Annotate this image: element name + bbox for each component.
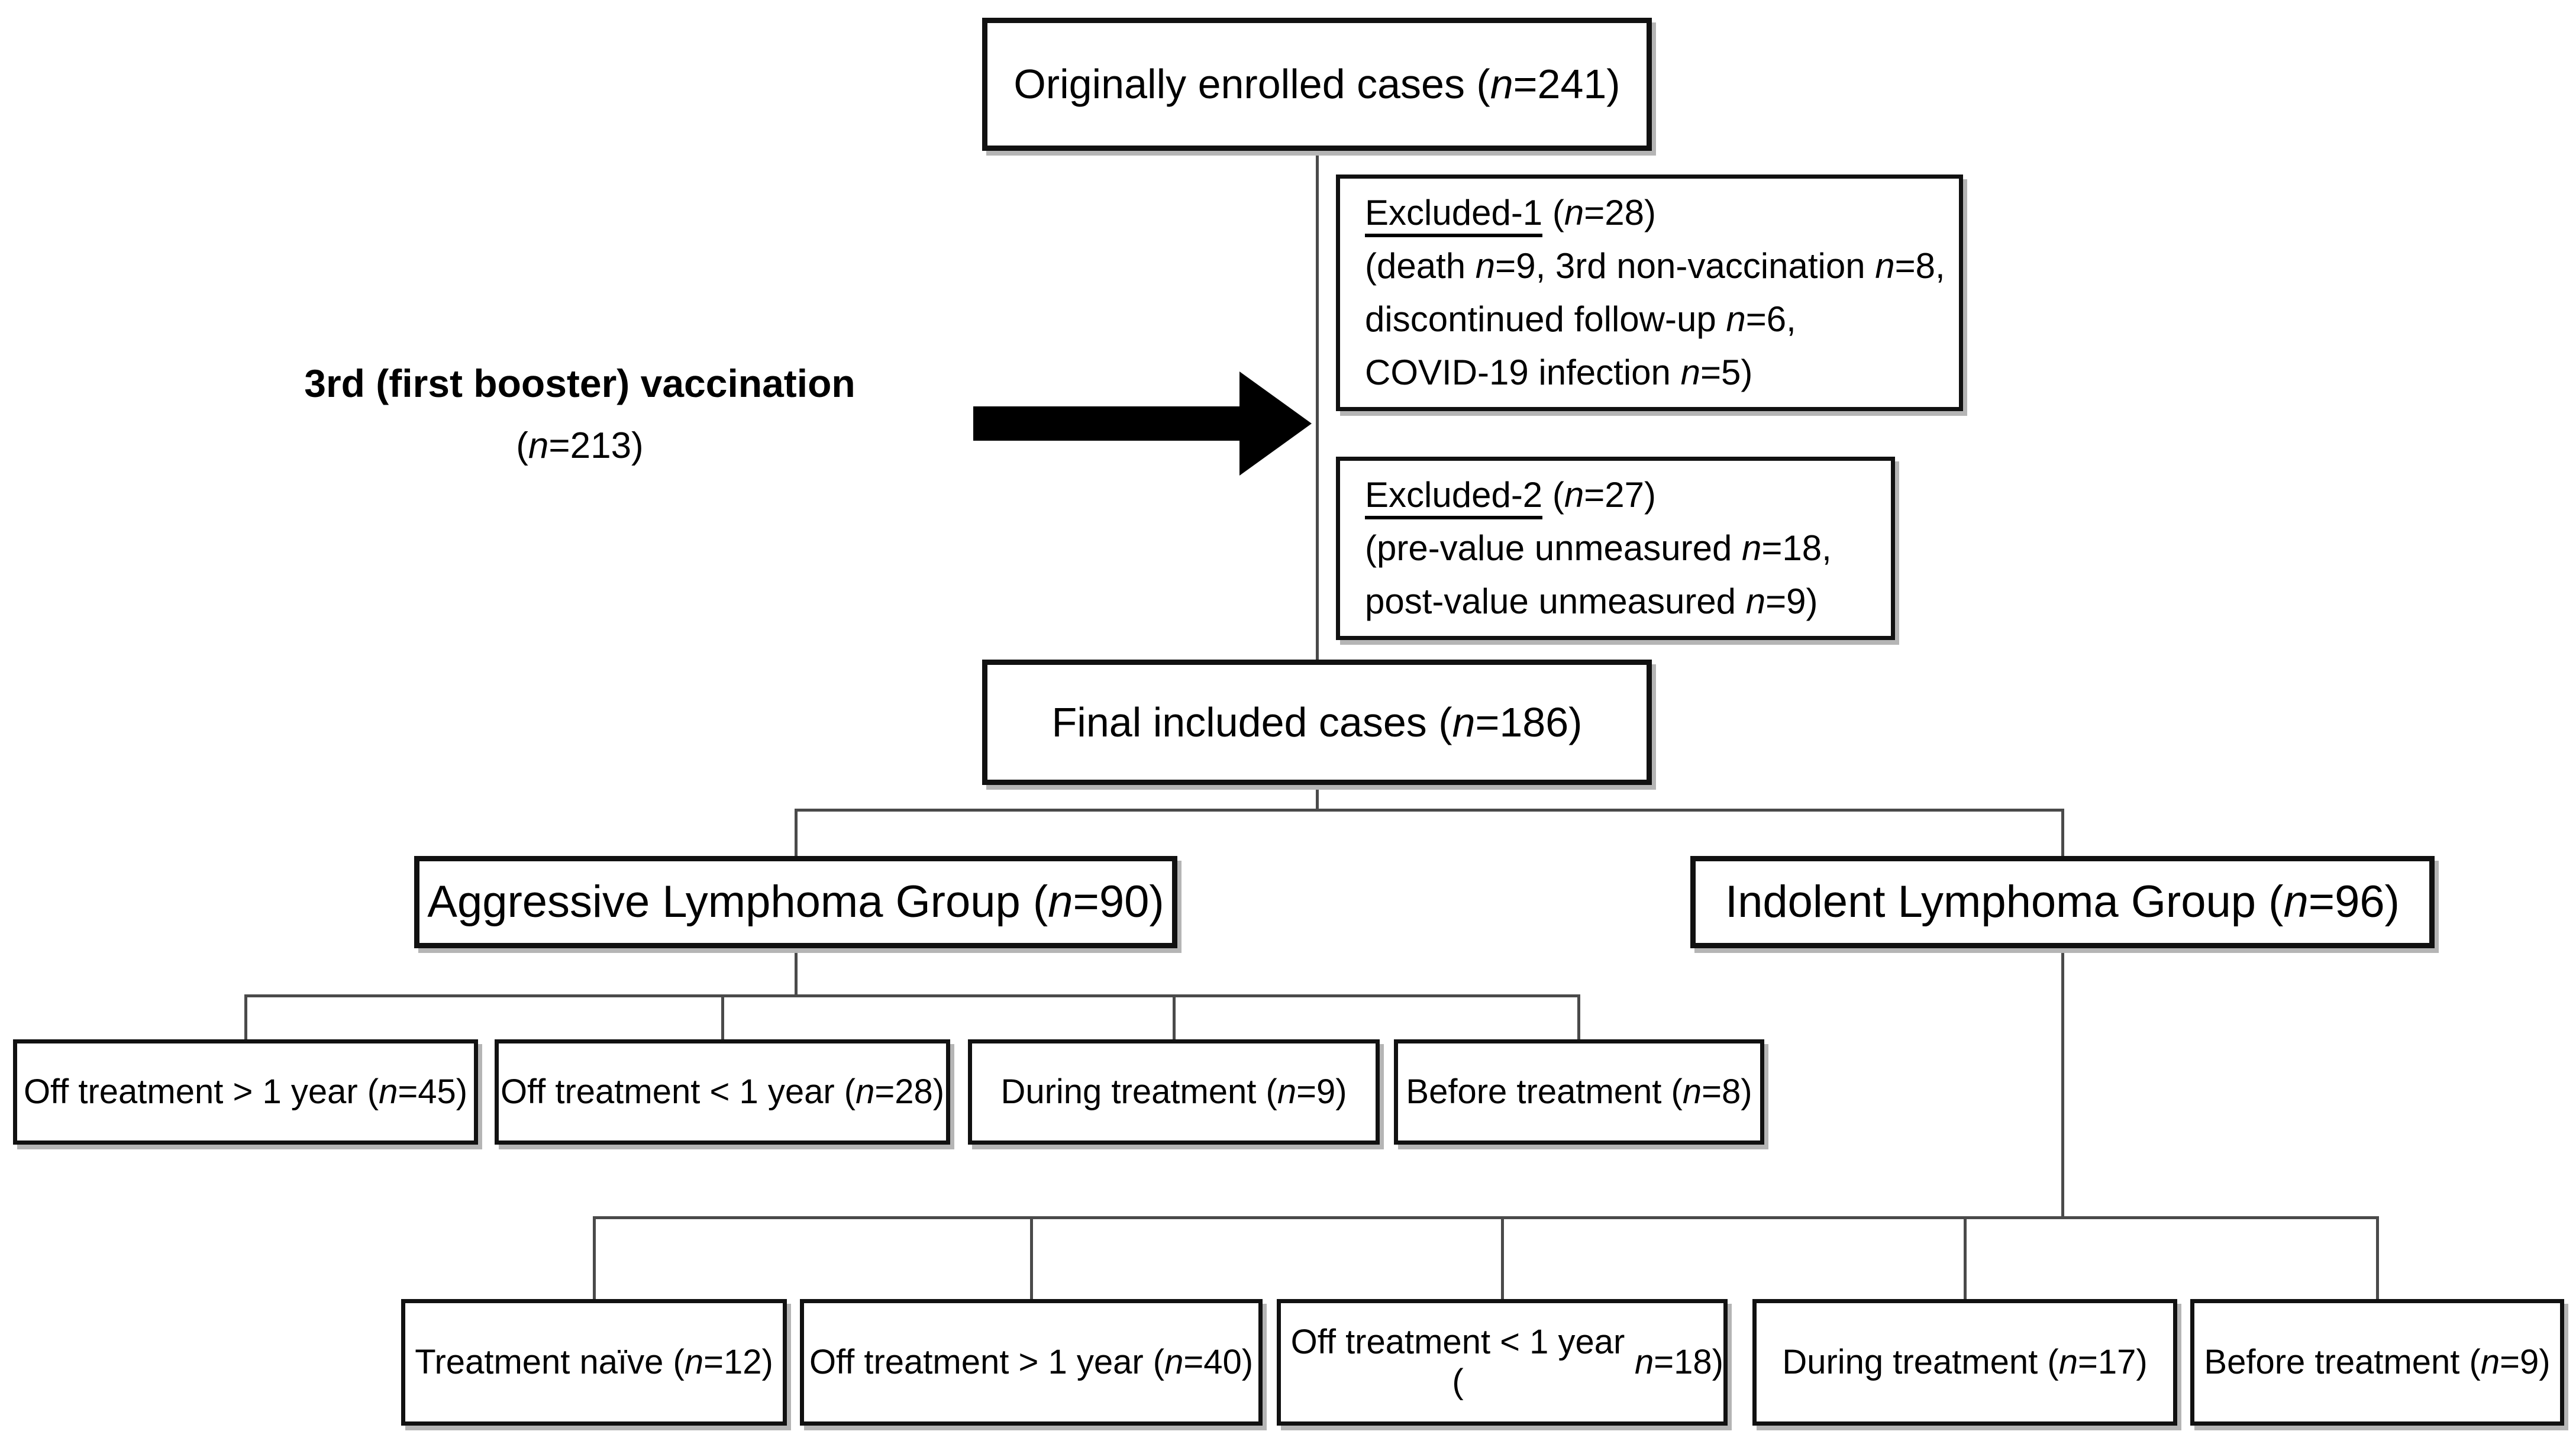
- box-agg-off-treatment-lt-1y: Off treatment < 1 year (n=28): [495, 1039, 950, 1145]
- excluded-2-line: post-value unmeasured n=9): [1365, 581, 1818, 621]
- box-final-included: Final included cases (n=186): [982, 660, 1652, 785]
- arrow-right-icon: [973, 406, 1241, 441]
- box-agg-during-treatment: During treatment (n=9): [968, 1039, 1380, 1145]
- box-indolent-group: Indolent Lymphoma Group (n=96): [1690, 856, 2435, 948]
- box-excluded-2: Excluded-2 (n=27) (pre-value unmeasured …: [1336, 457, 1895, 640]
- connector-drop-ind-child-1: [593, 1216, 596, 1299]
- connector-drop-indolent: [2061, 809, 2064, 857]
- connector-drop-agg-child-1: [244, 994, 247, 1041]
- side-label-title: 3rd (first booster) vaccination: [304, 361, 856, 405]
- connector-drop-ind-child-5: [2376, 1216, 2379, 1299]
- connector-drop-agg-child-3: [1173, 994, 1176, 1041]
- excluded-1-heading-line: Excluded-1 (n=28): [1365, 186, 1656, 240]
- excluded-2-count: (n=27): [1542, 475, 1656, 515]
- connector-aggressive-horizontal: [244, 994, 1580, 997]
- box-agg-off-treatment-gt-1y: Off treatment > 1 year (n=45): [13, 1039, 478, 1145]
- connector-top-to-final: [1316, 149, 1319, 661]
- connector-final-stub: [1316, 784, 1319, 810]
- arrow-right-head-icon: [1239, 371, 1312, 476]
- side-label: 3rd (first booster) vaccination (n=213): [248, 360, 911, 469]
- box-originally-enrolled: Originally enrolled cases (n=241): [982, 18, 1652, 151]
- connector-drop-agg-child-4: [1577, 994, 1580, 1041]
- connector-aggressive-stub: [795, 947, 798, 997]
- side-label-count: (n=213): [516, 425, 644, 466]
- box-ind-off-treatment-gt-1y: Off treatment > 1 year (n=40): [800, 1299, 1263, 1426]
- box-agg-before-treatment: Before treatment (n=8): [1394, 1039, 1764, 1145]
- box-aggressive-group: Aggressive Lymphoma Group (n=90): [414, 856, 1177, 948]
- excluded-1-count: (n=28): [1542, 193, 1656, 232]
- connector-indolent-horizontal: [593, 1216, 2379, 1219]
- excluded-1-line: (death n=9, 3rd non-vaccination n=8,: [1365, 246, 1945, 286]
- connector-drop-ind-child-4: [1964, 1216, 1967, 1299]
- connector-drop-ind-child-3: [1501, 1216, 1504, 1299]
- connector-indolent-stub: [2061, 947, 2064, 1219]
- excluded-1-line: discontinued follow-up n=6,: [1365, 299, 1796, 339]
- excluded-1-heading: Excluded-1: [1365, 193, 1543, 237]
- box-ind-before-treatment: Before treatment (n=9): [2190, 1299, 2564, 1426]
- excluded-1-line: COVID-19 infection n=5): [1365, 353, 1753, 392]
- excluded-2-heading-line: Excluded-2 (n=27): [1365, 469, 1656, 522]
- box-ind-during-treatment: During treatment (n=17): [1752, 1299, 2177, 1426]
- box-ind-treatment-naive: Treatment naïve (n=12): [401, 1299, 787, 1426]
- excluded-2-line: (pre-value unmeasured n=18,: [1365, 528, 1832, 568]
- connector-groups-horizontal: [795, 809, 2064, 812]
- box-excluded-1: Excluded-1 (n=28) (death n=9, 3rd non-va…: [1336, 175, 1963, 411]
- connector-drop-aggressive: [795, 809, 798, 857]
- connector-drop-ind-child-2: [1030, 1216, 1033, 1299]
- connector-drop-agg-child-2: [721, 994, 724, 1041]
- excluded-2-heading: Excluded-2: [1365, 475, 1543, 519]
- box-ind-off-treatment-lt-1y: Off treatment < 1 year (n=18): [1277, 1299, 1728, 1426]
